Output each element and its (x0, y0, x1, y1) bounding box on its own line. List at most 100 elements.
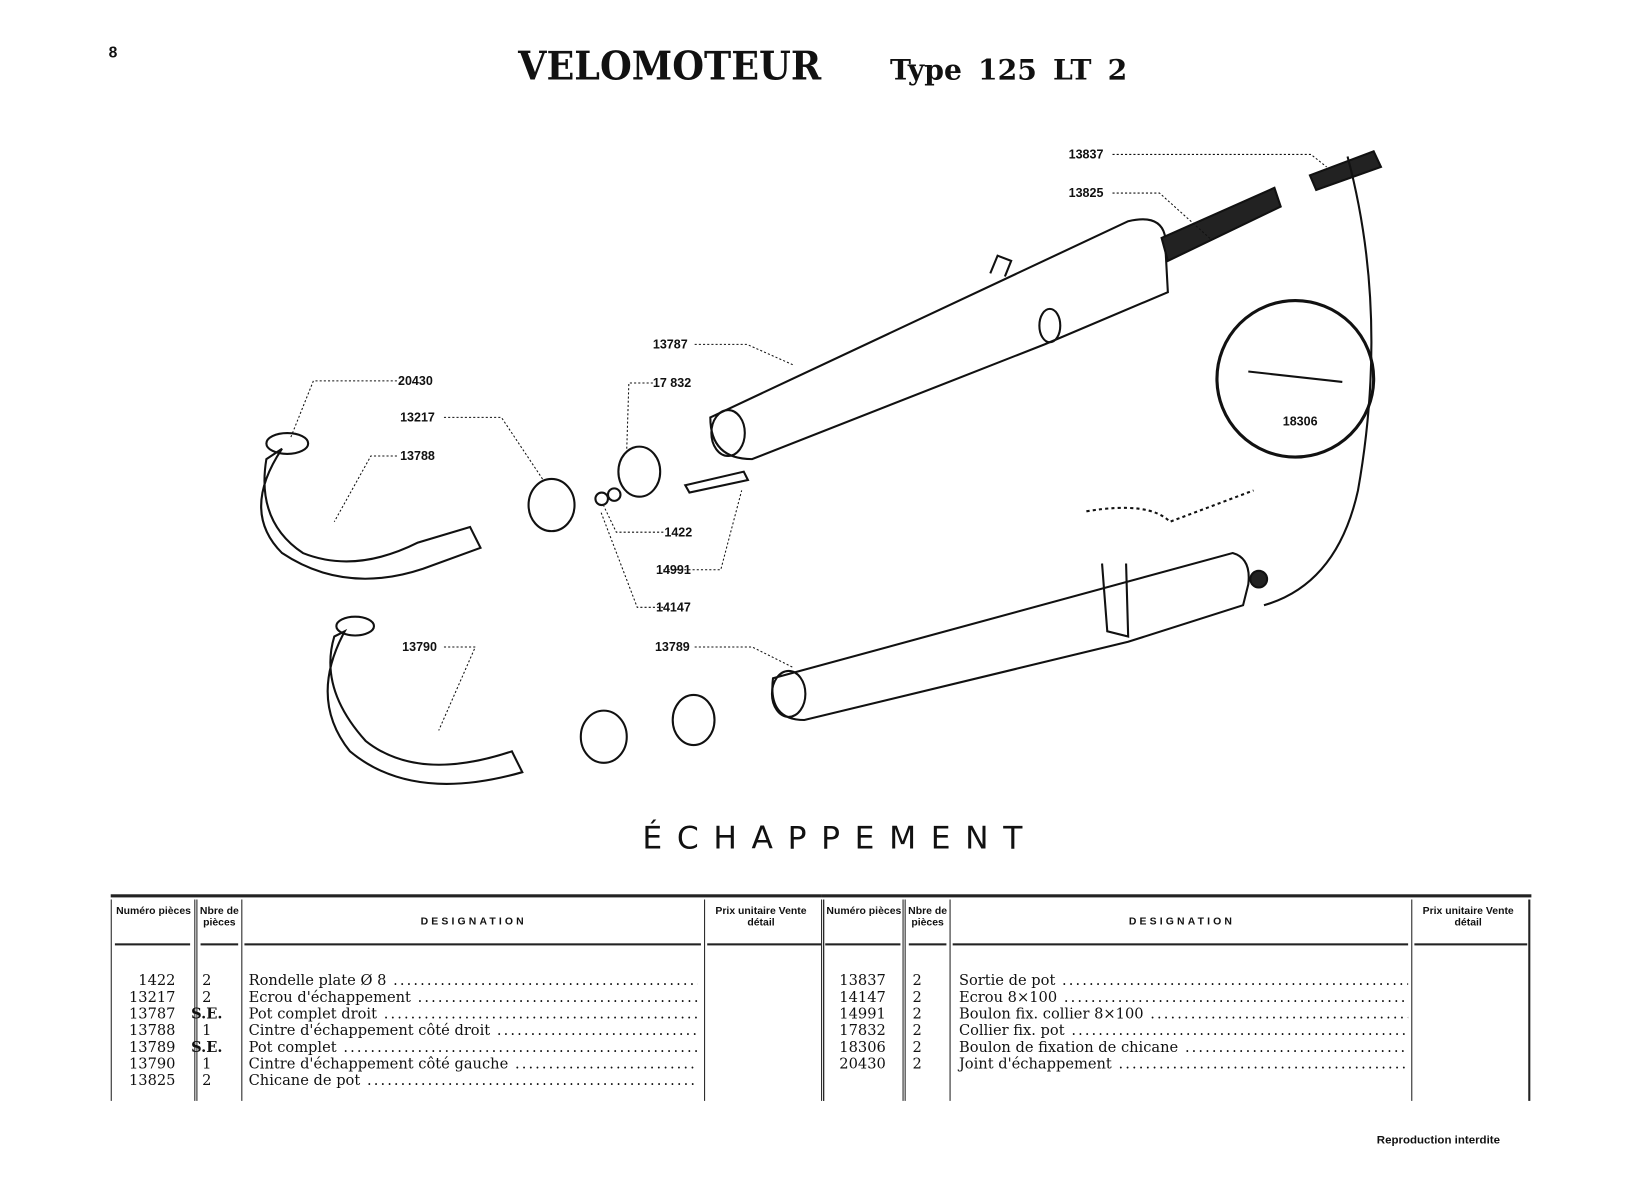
table-row: 13788 1 Cintre d'échappement côté droit ..… (111, 1023, 698, 1040)
page-subtitle: Type 125 LT 2 (889, 54, 1128, 87)
leader-dots: ........................................… (383, 1005, 698, 1023)
baffle-bolt (1249, 569, 1269, 589)
cell-text: Pot complet droit (248, 1005, 377, 1023)
leader-dots: ........................................… (514, 1056, 698, 1073)
cell-designation: Boulon fix. collier 8×100 ..............… (948, 1006, 1408, 1023)
clamp-17832 (617, 445, 662, 498)
cell-text: 1 (202, 1022, 212, 1040)
leader-dots: ........................................… (1071, 1022, 1409, 1040)
leader-dots: ........................................… (393, 972, 698, 990)
cell-num: 13825 (111, 1073, 176, 1090)
parts-table-right: Numéro pièces Nbre de pièces DESIGNATION… (821, 894, 1532, 1101)
leader-dots: ........................................… (1062, 972, 1408, 990)
leader-lines (289, 153, 1327, 731)
cell-num: 13790 (111, 1056, 176, 1073)
cell-text: 2 (912, 1039, 922, 1057)
leader-dots: ........................................… (343, 1039, 697, 1057)
cell-designation: Joint d'échappement ....................… (948, 1056, 1408, 1073)
cell-designation: Ecrou 8×100 ............................… (948, 989, 1408, 1006)
header-designation: DESIGNATION (1128, 916, 1236, 928)
page-number: 8 (108, 43, 118, 62)
cell-num: 14991 (821, 1006, 886, 1023)
cell-text: 18306 (839, 1039, 886, 1057)
detail-inset-18306 (1215, 298, 1376, 459)
cell-text: Collier fix. pot (958, 1022, 1065, 1040)
muffler-right-mouth (710, 409, 746, 458)
parts-table-left: Numéro pièces Nbre de pièces DESIGNATION… (110, 894, 825, 1101)
label-13789: 13789 (655, 640, 690, 654)
nut-13217 (527, 477, 576, 533)
cell-num: 13788 (111, 1023, 176, 1040)
label-13790: 13790 (402, 640, 437, 654)
cell-qty: S.E. (175, 1039, 238, 1056)
cell-text: 13837 (839, 972, 886, 990)
cell-num: 13787 (111, 1006, 176, 1023)
muffler-left-mouth (770, 669, 807, 718)
cell-designation: Pot complet droit ......................… (238, 1006, 698, 1023)
cable-connector (1086, 489, 1254, 523)
clamp-lower (671, 693, 716, 747)
cell-text: Pot complet (248, 1039, 337, 1057)
parts-rows-left: 1422 2 Rondelle plate Ø 8 ................… (111, 973, 698, 1090)
muffler-bracket-lower (1101, 563, 1130, 638)
gasket-lower (335, 615, 376, 637)
cell-text: Cintre d'échappement côté gauche (248, 1056, 509, 1073)
cell-text: 13789 (128, 1039, 176, 1057)
label-13837: 13837 (1069, 148, 1104, 162)
cell-text: Chicane de pot (248, 1072, 361, 1090)
cell-qty: 2 (886, 1023, 949, 1040)
cell-text: 13788 (128, 1022, 176, 1040)
cell-num: 20430 (821, 1056, 886, 1073)
cell-text: 2 (912, 972, 922, 990)
cell-qty: 2 (886, 1056, 949, 1073)
leader-dots: ........................................… (1063, 989, 1408, 1006)
cell-text: 14147 (839, 989, 886, 1006)
header-num: Numéro pièces (826, 905, 902, 918)
cell-text: Rondelle plate Ø 8 (248, 972, 387, 990)
cell-text: Sortie de pot (958, 972, 1056, 990)
label-13217: 13217 (400, 411, 435, 425)
leader-dots: ........................................… (1118, 1056, 1409, 1073)
muffler-left (771, 551, 1250, 722)
cell-text: 13825 (128, 1072, 176, 1090)
cell-num: 13789 (111, 1039, 176, 1056)
cell-text: Boulon de fixation de chicane (958, 1039, 1179, 1057)
baffle-tube (1160, 186, 1282, 263)
cell-qty: 2 (175, 1073, 238, 1090)
label-14991: 14991 (656, 563, 691, 577)
label-1422: 1422 (664, 525, 692, 539)
cell-num: 18306 (821, 1039, 886, 1056)
cell-text: 2 (202, 972, 212, 990)
cell-text: S.E. (191, 1005, 223, 1023)
header-designation: DESIGNATION (420, 916, 527, 928)
cell-qty: 2 (886, 1039, 949, 1056)
cell-text: 2 (202, 989, 212, 1006)
muffler-right (709, 218, 1169, 461)
cell-text: 1422 (138, 972, 176, 990)
table-row: 13787 S.E. Pot complet droit .............… (111, 1006, 698, 1023)
label-13825: 13825 (1069, 186, 1104, 200)
header-num: Numéro pièces (116, 905, 191, 918)
washer-1422 (594, 491, 610, 507)
cell-qty: 2 (886, 973, 949, 990)
cell-text: 2 (912, 1005, 922, 1023)
cell-text: Cintre d'échappement côté droit (248, 1022, 491, 1040)
leader-dots: ........................................… (496, 1022, 698, 1040)
table-row: 14147 2 Ecrou 8×100 ......................… (821, 989, 1408, 1006)
cell-text: Ecrou d'échappement (248, 989, 411, 1006)
cell-text: Ecrou 8×100 (958, 989, 1058, 1006)
cell-text: 17832 (839, 1022, 886, 1040)
cell-designation: Cintre d'échappement côté gauche .......… (238, 1056, 698, 1073)
parts-rows-right: 13837 2 Sortie de pot ....................… (821, 973, 1408, 1073)
header-price: Prix unitaire Vente détail (1422, 905, 1514, 929)
cell-num: 1422 (111, 972, 176, 990)
table-row: 14991 2 Boulon fix. collier 8×100 ........… (821, 1006, 1408, 1023)
cell-text: Boulon fix. collier 8×100 (958, 1005, 1144, 1023)
label-17832: 17 832 (653, 376, 691, 390)
cell-designation: Ecrou d'échappement ....................… (238, 989, 698, 1006)
cell-text: 2 (912, 989, 922, 1006)
